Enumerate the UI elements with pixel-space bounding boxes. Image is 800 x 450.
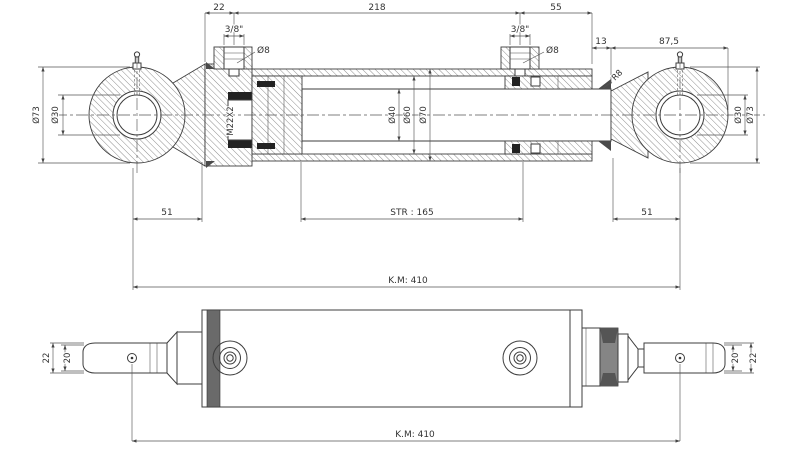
dim-51-left: 51 [161, 208, 172, 218]
dim-right-eye-outer: Ø73 [745, 106, 756, 124]
dim-port-thread-right: 3/8" [511, 25, 530, 35]
centerlines [55, 56, 765, 176]
body-outline [201, 309, 583, 408]
dim-right-eye-bore: Ø30 [733, 106, 744, 124]
dim-stroke: STR : 165 [390, 208, 433, 218]
dim-87-5: 87,5 [659, 37, 679, 47]
port-boss-left [213, 46, 253, 77]
right-tang [643, 342, 726, 374]
dim-port-dia-right: Ø8 [546, 45, 559, 56]
dim-thread: M22X2 [226, 106, 236, 135]
weld-fillets [206, 62, 611, 168]
dim-51-right: 51 [641, 208, 652, 218]
right-gland-assembly [581, 327, 645, 387]
rod-gland [504, 75, 593, 155]
port-right-bottom [502, 340, 538, 376]
top-view-section: 22 218 55 3/8" 3/8" Ø8 Ø8 13 87,5 [30, 2, 765, 290]
dim-bore-dia: Ø60 [402, 106, 413, 124]
dim-22: 22 [213, 3, 224, 13]
dim-left-eye-bore: Ø30 [50, 106, 61, 124]
thread-bore [227, 99, 253, 141]
dim-rod-dia: Ø40 [387, 106, 398, 124]
dim-left-width-outer: 22 [42, 353, 52, 364]
dim-tube-dia: Ø70 [418, 106, 429, 124]
dim-km-top: K.M: 410 [388, 276, 428, 286]
dim-left-width-inner: 20 [63, 353, 73, 364]
dim-218: 218 [368, 3, 385, 13]
port-boss-right [500, 46, 540, 77]
dimensions-bottom: 22 20 20 22 K.M: 410 [41, 342, 760, 443]
dim-right-width-inner: 20 [731, 353, 741, 364]
dim-55: 55 [550, 3, 561, 13]
port-left-bottom [212, 340, 248, 376]
dim-right-width-outer: 22 [749, 353, 759, 364]
bottom-view: 22 20 20 22 K.M: 410 [41, 309, 760, 443]
dim-13: 13 [595, 37, 606, 47]
dim-port-thread-left: 3/8" [225, 25, 244, 35]
dim-left-eye-outer: Ø73 [31, 106, 42, 124]
dim-r8: R8 [610, 68, 625, 83]
dim-km-bottom: K.M: 410 [395, 430, 435, 440]
left-tang [82, 330, 203, 386]
dim-port-dia-left: Ø8 [257, 45, 270, 56]
